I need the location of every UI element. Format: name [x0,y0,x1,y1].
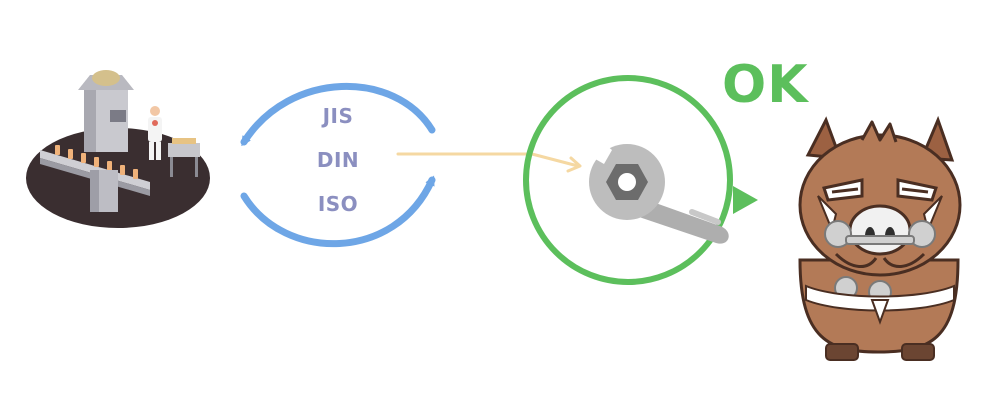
standard-label-jis: JIS [322,104,354,128]
cycle-arrow-bottom [240,175,436,248]
factory-illustration [26,70,210,228]
standard-label-din: DIN [316,148,360,172]
cycle-arrow-top [240,82,436,147]
standard-label-iso: ISO [317,192,359,216]
ok-result-label: OK [722,55,809,115]
connector-arrow [396,152,580,168]
circle-arrow-tip [733,186,758,214]
check-circle [523,75,733,285]
wrench-icon [589,140,729,244]
boar-mascot [798,115,962,361]
